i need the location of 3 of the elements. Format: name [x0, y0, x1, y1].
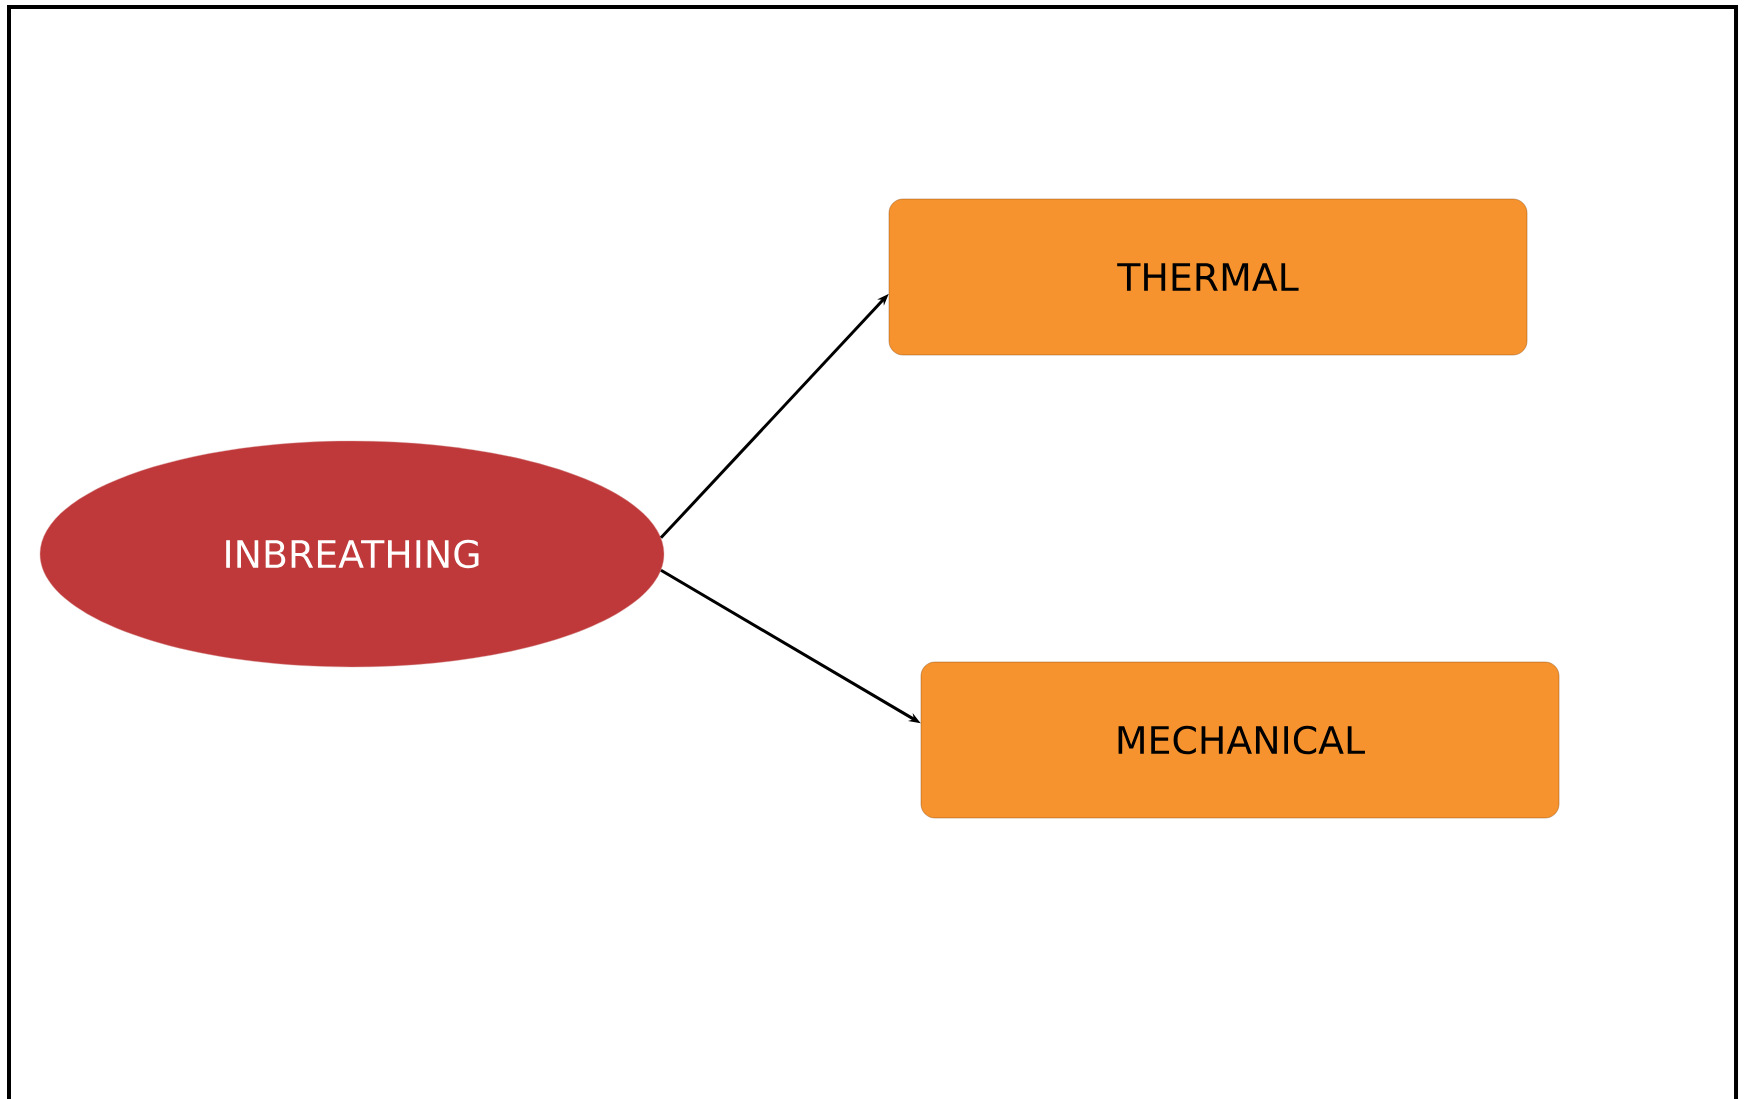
process-box: MECHANICAL [920, 661, 1560, 819]
process-box: THERMAL [888, 198, 1528, 356]
ellipse-node: INBREATHING [39, 440, 665, 668]
